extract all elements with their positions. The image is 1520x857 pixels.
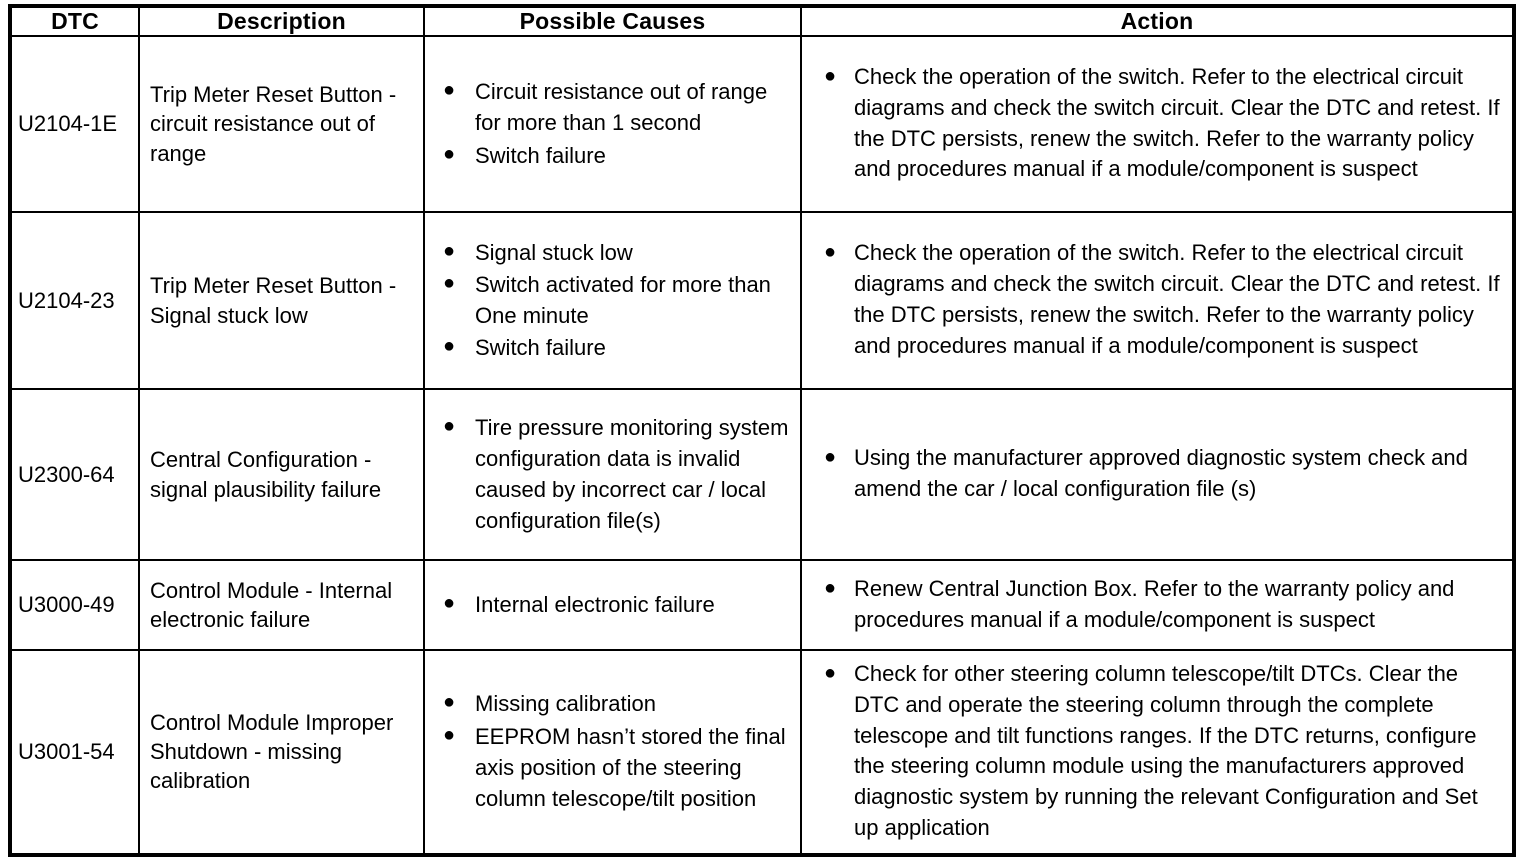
- list-item: ● Check the operation of the switch. Refe…: [820, 62, 1502, 185]
- table-row: U2300-64 Central Configuration - signal …: [9, 388, 1515, 561]
- dtc-code: U3000-49: [9, 559, 140, 651]
- list-item-text: Using the manufacturer approved diagnost…: [854, 445, 1468, 501]
- list-item: ● Circuit resistance out of range for mor…: [439, 76, 790, 138]
- list-item: ● Check for other steering column telesco…: [820, 659, 1502, 844]
- action-list: ● Check for other steering column telesco…: [820, 659, 1502, 844]
- list-item-text: Check for other steering column telescop…: [854, 661, 1478, 840]
- possible-causes-cell: ● Circuit resistance out of range for mor…: [423, 35, 802, 213]
- bullet-icon: ●: [824, 64, 837, 87]
- action-list: ● Check the operation of the switch. Refe…: [820, 62, 1502, 185]
- list-item: ● EEPROM hasn’t stored the final axis pos…: [439, 721, 790, 815]
- action-cell: ● Check the operation of the switch. Refe…: [800, 35, 1515, 213]
- bullet-icon: ●: [443, 335, 456, 358]
- possible-causes-list: ● Tire pressure monitoring system configu…: [439, 412, 790, 537]
- list-item: ● Switch activated for more than One minu…: [439, 269, 790, 331]
- dtc-code: U2104-23: [9, 211, 140, 390]
- table-row: U2104-23 Trip Meter Reset Button - Signa…: [9, 211, 1515, 390]
- list-item-text: Missing calibration: [475, 691, 656, 717]
- possible-causes-list: ● Signal stuck low ● Switch activated for …: [439, 237, 790, 364]
- dtc-description: Central Configuration - signal plausibil…: [138, 388, 425, 561]
- column-header-dtc: DTC: [9, 5, 140, 37]
- possible-causes-cell: ● Tire pressure monitoring system configu…: [423, 388, 802, 561]
- list-item-text: Circuit resistance out of range for more…: [475, 79, 768, 136]
- bullet-icon: ●: [443, 691, 456, 714]
- bullet-icon: ●: [443, 414, 456, 437]
- column-header-description: Description: [138, 5, 425, 37]
- list-item-text: Check the operation of the switch. Refer…: [854, 63, 1500, 182]
- bullet-icon: ●: [824, 241, 837, 264]
- column-header-possible-causes: Possible Causes: [423, 5, 802, 37]
- bullet-icon: ●: [443, 239, 456, 262]
- list-item-text: Switch activated for more than One minut…: [475, 271, 771, 328]
- list-item-text: EEPROM hasn’t stored the final axis posi…: [475, 723, 786, 812]
- action-cell: ● Check for other steering column telesco…: [800, 649, 1515, 857]
- bullet-icon: ●: [443, 271, 456, 294]
- column-header-action: Action: [800, 5, 1515, 37]
- action-list: ● Check the operation of the switch. Refe…: [820, 238, 1502, 361]
- dtc-description: Control Module - Internal electronic fai…: [138, 559, 425, 651]
- list-item-text: Signal stuck low: [475, 239, 633, 265]
- list-item-text: Switch failure: [475, 142, 606, 168]
- table-row: U3000-49 Control Module - Internal elect…: [9, 559, 1515, 651]
- list-item-text: Switch failure: [475, 335, 606, 361]
- list-item: ● Signal stuck low: [439, 237, 790, 268]
- dtc-description: Trip Meter Reset Button - Signal stuck l…: [138, 211, 425, 390]
- bullet-icon: ●: [443, 79, 456, 102]
- bullet-icon: ●: [443, 591, 456, 614]
- action-cell: ● Check the operation of the switch. Refe…: [800, 211, 1515, 390]
- list-item: ● Using the manufacturer approved diagnos…: [820, 443, 1502, 505]
- dtc-code: U2104-1E: [9, 35, 140, 213]
- action-list: ● Using the manufacturer approved diagnos…: [820, 443, 1502, 505]
- possible-causes-list: ● Circuit resistance out of range for mor…: [439, 76, 790, 171]
- list-item: ● Renew Central Junction Box. Refer to th…: [820, 574, 1502, 636]
- table-header: DTC Description Possible Causes Action: [9, 5, 1515, 37]
- list-item: ● Switch failure: [439, 332, 790, 363]
- table-body: U2104-1E Trip Meter Reset Button - circu…: [9, 35, 1515, 857]
- dtc-code: U3001-54: [9, 649, 140, 857]
- dtc-description: Trip Meter Reset Button - circuit resist…: [138, 35, 425, 213]
- possible-causes-cell: ● Missing calibration ● EEPROM hasn’t stor…: [423, 649, 802, 857]
- list-item-text: Internal electronic failure: [475, 591, 715, 617]
- dtc-description: Control Module Improper Shutdown - missi…: [138, 649, 425, 857]
- possible-causes-cell: ● Signal stuck low ● Switch activated for …: [423, 211, 802, 390]
- action-cell: ● Using the manufacturer approved diagnos…: [800, 388, 1515, 561]
- list-item: ● Switch failure: [439, 140, 790, 171]
- list-item: ● Missing calibration: [439, 688, 790, 719]
- bullet-icon: ●: [824, 576, 837, 599]
- list-item: ● Internal electronic failure: [439, 589, 790, 620]
- list-item-text: Renew Central Junction Box. Refer to the…: [854, 575, 1455, 632]
- bullet-icon: ●: [443, 723, 456, 746]
- bullet-icon: ●: [443, 142, 456, 165]
- table-row: U2104-1E Trip Meter Reset Button - circu…: [9, 35, 1515, 213]
- table-row: U3001-54 Control Module Improper Shutdow…: [9, 649, 1515, 857]
- list-item: ● Check the operation of the switch. Refe…: [820, 238, 1502, 361]
- bullet-icon: ●: [824, 446, 837, 469]
- action-cell: ● Renew Central Junction Box. Refer to th…: [800, 559, 1515, 651]
- possible-causes-list: ● Internal electronic failure: [439, 589, 790, 620]
- dtc-diagnostic-table: DTC Description Possible Causes Action U…: [8, 4, 1516, 857]
- action-list: ● Renew Central Junction Box. Refer to th…: [820, 574, 1502, 636]
- possible-causes-cell: ● Internal electronic failure: [423, 559, 802, 651]
- header-row: DTC Description Possible Causes Action: [9, 5, 1515, 37]
- possible-causes-list: ● Missing calibration ● EEPROM hasn’t stor…: [439, 688, 790, 814]
- list-item: ● Tire pressure monitoring system configu…: [439, 412, 790, 537]
- bullet-icon: ●: [824, 662, 837, 684]
- dtc-code: U2300-64: [9, 388, 140, 561]
- list-item-text: Check the operation of the switch. Refer…: [854, 240, 1500, 358]
- list-item-text: Tire pressure monitoring system configur…: [475, 414, 789, 534]
